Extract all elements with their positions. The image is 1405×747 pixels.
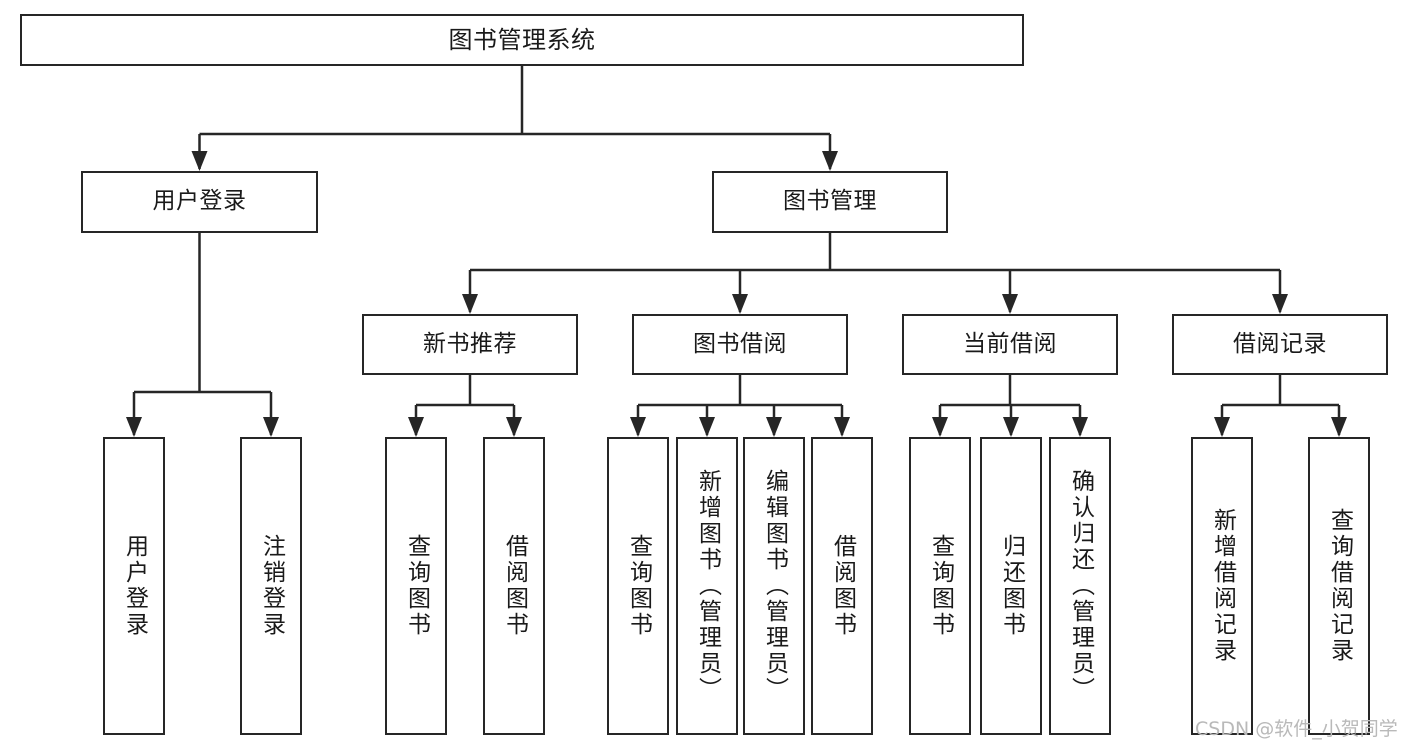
arrow-head-icon [1002, 294, 1018, 314]
arrow-head-icon [630, 417, 646, 437]
node-book-borrow[interactable]: 图书借阅 [632, 314, 848, 375]
arrow-head-icon [263, 417, 279, 437]
node-leaf-borrow-book-1[interactable]: 借阅图书 [483, 437, 545, 735]
node-new-book-rec[interactable]: 新书推荐 [362, 314, 578, 375]
node-leaf-borrow-book-2[interactable]: 借阅图书 [811, 437, 873, 735]
watermark: CSDN @软件_小贺同学 [1195, 718, 1398, 740]
node-label: 当前借阅 [963, 330, 1057, 357]
node-leaf-add-record[interactable]: 新增借阅记录 [1191, 437, 1253, 735]
node-label: 查询图书 [625, 534, 652, 638]
node-borrow-record[interactable]: 借阅记录 [1172, 314, 1388, 375]
node-label: 新增图书（管理员） [694, 469, 721, 703]
arrow-head-icon [1072, 417, 1088, 437]
node-leaf-return-book[interactable]: 归还图书 [980, 437, 1042, 735]
node-leaf-add-book[interactable]: 新增图书（管理员） [676, 437, 738, 735]
node-label: 确认归还（管理员） [1067, 469, 1094, 703]
node-leaf-logout[interactable]: 注销登录 [240, 437, 302, 735]
node-current-borrow[interactable]: 当前借阅 [902, 314, 1118, 375]
node-label: 查询借阅记录 [1326, 508, 1353, 664]
arrow-head-icon [408, 417, 424, 437]
arrow-head-icon [699, 417, 715, 437]
arrow-head-icon [732, 294, 748, 314]
arrow-head-icon [191, 151, 208, 171]
arrow-head-icon [766, 417, 782, 437]
arrow-head-icon [462, 294, 478, 314]
node-leaf-query-book-2[interactable]: 查询图书 [607, 437, 669, 735]
arrow-head-icon [1331, 417, 1347, 437]
arrow-head-icon [834, 417, 850, 437]
node-label: 注销登录 [258, 534, 285, 638]
node-leaf-confirm-return[interactable]: 确认归还（管理员） [1049, 437, 1111, 735]
arrow-head-icon [1003, 417, 1019, 437]
arrow-head-icon [1214, 417, 1230, 437]
node-label: 用户登录 [152, 188, 247, 215]
node-user-login[interactable]: 用户登录 [81, 171, 318, 233]
node-label: 查询图书 [927, 534, 954, 638]
node-label: 图书管理 [783, 188, 877, 215]
node-label: 新书推荐 [423, 330, 517, 357]
node-book-manage[interactable]: 图书管理 [712, 171, 948, 233]
node-leaf-user-login[interactable]: 用户登录 [103, 437, 165, 735]
node-label: 图书管理系统 [448, 25, 596, 54]
arrow-head-icon [932, 417, 948, 437]
node-label: 借阅记录 [1233, 330, 1327, 357]
node-label: 借阅图书 [829, 534, 856, 638]
node-leaf-query-book-1[interactable]: 查询图书 [385, 437, 447, 735]
arrow-head-icon [822, 151, 838, 171]
node-leaf-query-record[interactable]: 查询借阅记录 [1308, 437, 1370, 735]
node-label: 借阅图书 [501, 534, 528, 638]
node-label: 查询图书 [403, 534, 430, 638]
node-leaf-query-book-3[interactable]: 查询图书 [909, 437, 971, 735]
arrow-head-icon [506, 417, 522, 437]
node-label: 图书借阅 [693, 330, 787, 357]
node-root[interactable]: 图书管理系统 [20, 14, 1024, 66]
arrow-head-icon [1272, 294, 1288, 314]
node-label: 用户登录 [121, 534, 148, 638]
arrow-head-icon [126, 417, 142, 437]
node-leaf-edit-book[interactable]: 编辑图书（管理员） [743, 437, 805, 735]
node-label: 编辑图书（管理员） [761, 469, 788, 703]
node-label: 新增借阅记录 [1209, 508, 1236, 664]
node-label: 归还图书 [998, 534, 1025, 638]
